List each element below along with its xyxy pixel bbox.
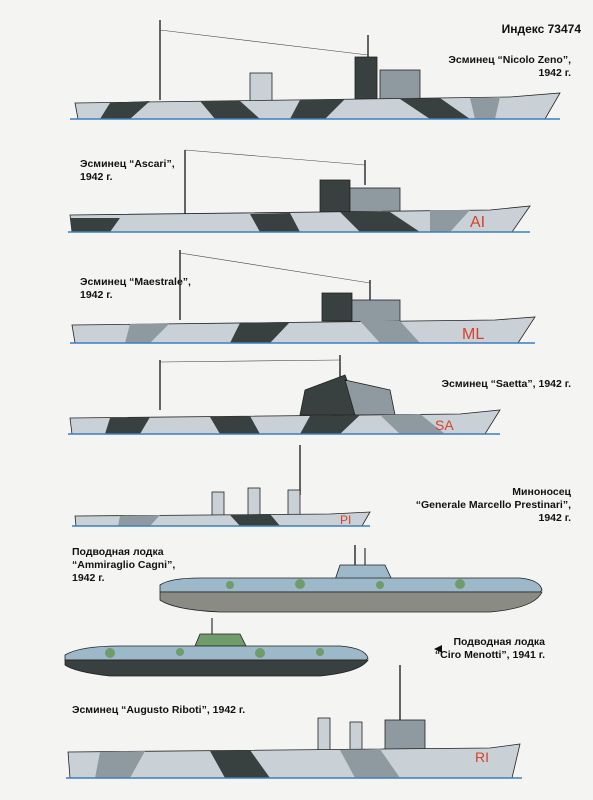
caption-ammiraglio-cagni: Подводная лодка “Ammiraglio Cagni”, 1942… (72, 546, 176, 584)
ship-illustration-saetta: SA (68, 355, 501, 435)
caption-maestrale: Эсминец “Maestrale”, 1942 г. (80, 276, 191, 301)
caption-augusto-riboti: Эсминец “Augusto Riboti”, 1942 г. (72, 704, 246, 716)
submarine-illustration-ammiraglio-cagni (159, 545, 543, 613)
ship-illustration-generale-marcello-prestinari: PI (72, 445, 371, 527)
hull-code-pi: PI (340, 513, 351, 527)
caption-nicolo-zeno: Эсминец “Nicolo Zeno”, 1942 г. (448, 54, 571, 79)
hull-code-sa: SA (435, 417, 454, 433)
index-label: Индекс 73474 (501, 22, 581, 36)
ship-illustration-augusto-riboti: RI (66, 665, 522, 779)
hull-code-ri: RI (475, 749, 489, 765)
ship-illustration-ascari: AI (68, 149, 531, 233)
hull-code-ai: AI (470, 214, 485, 231)
caption-saetta: Эсминец “Saetta”, 1942 г. (441, 378, 571, 390)
ship-illustration-nicolo-zeno (70, 20, 561, 120)
caption-generale-marcello-prestinari: Миноносец “Generale Marcello Prestinari”… (415, 486, 571, 524)
caption-ascari: Эсминец “Ascari”, 1942 г. (80, 158, 175, 183)
ship-illustration-maestrale: ML (70, 250, 536, 344)
caption-ciro-menotti: Подводная лодка “Ciro Menotti”, 1941 г. (434, 636, 545, 661)
hull-code-ml: ML (462, 326, 484, 343)
submarine-illustration-ciro-menotti (64, 618, 442, 677)
